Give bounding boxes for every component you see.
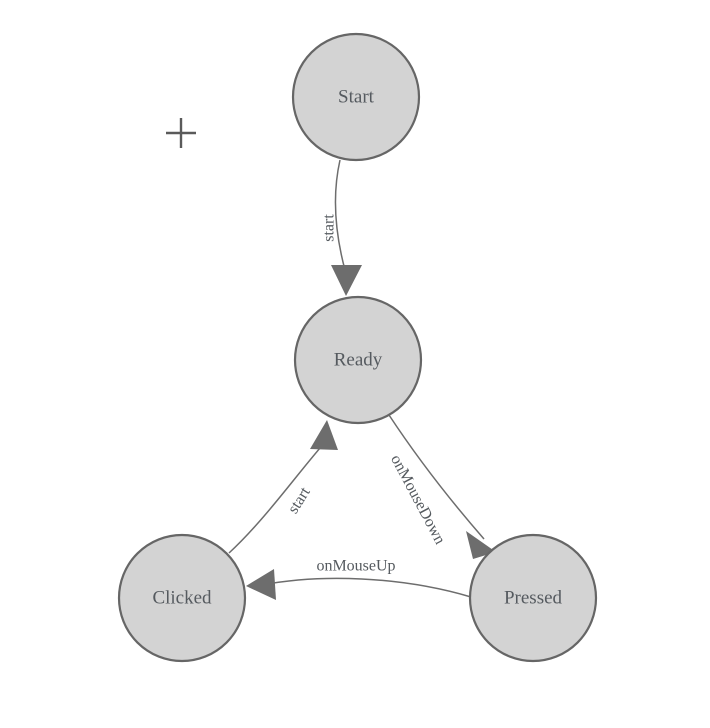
state-node-clicked[interactable]: Clicked [117, 533, 247, 663]
state-node-ready[interactable]: Ready [293, 295, 423, 425]
arrow-head-into-ready-top [331, 265, 362, 296]
edge-path-start-to-ready [334, 159, 346, 271]
state-label-pressed: Pressed [504, 587, 563, 608]
edge-path-clicked-to-ready [228, 439, 328, 554]
state-label-clicked: Clicked [152, 587, 212, 608]
edge-label-pressed-to-clicked: onMouseUp [316, 558, 395, 575]
state-circle-start[interactable] [291, 32, 421, 162]
state-node-start[interactable]: Start [291, 32, 421, 162]
state-label-start: Start [338, 86, 375, 107]
state-node-pressed[interactable]: Pressed [468, 533, 598, 663]
edge-label-clicked-to-ready: start [285, 484, 314, 517]
state-circle-pressed[interactable] [468, 533, 598, 663]
edge-path-pressed-to-clicked [261, 577, 472, 598]
edge-pressed-to-clicked[interactable]: onMouseUp [246, 558, 472, 600]
arrow-head-into-ready-bottom [310, 420, 338, 450]
edge-label-start-to-ready: start [321, 214, 338, 242]
crosshair-icon [166, 118, 196, 148]
edge-ready-to-pressed[interactable]: onMouseDown [387, 414, 496, 559]
edge-clicked-to-ready[interactable]: start [228, 420, 338, 554]
state-label-ready: Ready [334, 349, 383, 370]
state-circle-clicked[interactable] [117, 533, 247, 663]
edge-label-ready-to-pressed: onMouseDown [387, 452, 448, 547]
state-circle-ready[interactable] [293, 295, 423, 425]
edge-path-ready-to-pressed [388, 414, 485, 540]
arrow-head-into-clicked [246, 569, 276, 600]
edge-start-to-ready[interactable]: start [321, 159, 362, 296]
